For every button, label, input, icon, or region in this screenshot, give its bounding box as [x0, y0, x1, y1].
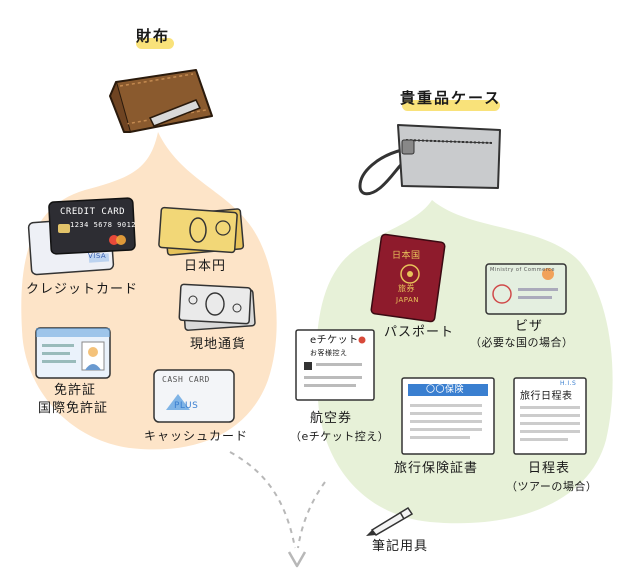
credit-card-text: CREDIT CARD	[60, 207, 126, 217]
eticket-doc-title: eチケット	[310, 335, 359, 346]
visa-document-text: Ministry of Commerce	[490, 267, 555, 273]
yen-label: 日本円	[184, 259, 227, 274]
visa-label: ビザ	[515, 319, 544, 334]
eticket-doc-sub: お客様控え	[310, 349, 348, 357]
credit-card-icon	[27, 197, 136, 276]
local-currency-icon	[178, 283, 256, 331]
cash-card-icon	[153, 369, 235, 423]
international-license-label: 国際免許証	[38, 401, 109, 416]
insurance-certificate-icon	[401, 377, 495, 455]
case-title: 貴重品ケース	[400, 89, 502, 107]
eticket-note: （eチケット控え）	[290, 430, 390, 443]
wallet-title: 財布	[136, 27, 171, 45]
cash-card-brand: PLUS	[174, 401, 199, 411]
passport-cover-text-1: 日本国	[392, 251, 421, 261]
dashed-arrow-left	[229, 451, 296, 549]
drivers-license-icon	[35, 327, 111, 379]
visa-note: （必要な国の場合）	[470, 336, 574, 349]
passport-cover-text-2: 旅券	[398, 284, 415, 293]
visa-document-icon	[485, 263, 567, 315]
passport-label: パスポート	[384, 325, 455, 340]
local-currency-label: 現地通貨	[190, 337, 247, 352]
dashed-arrow-right	[297, 481, 326, 549]
itinerary-doc-title: 旅行日程表	[520, 391, 573, 402]
itinerary-label: 日程表	[528, 461, 571, 476]
wallet-title-highlight	[136, 38, 174, 49]
cash-card-text: CASH CARD	[162, 375, 210, 384]
insurance-doc-title: 〇〇保険	[426, 385, 465, 395]
yen-banknotes-icon	[158, 206, 245, 256]
writing-tools-label: 筆記用具	[372, 539, 429, 554]
passport-cover-text-3: JAPAN	[396, 296, 420, 304]
license-label: 免許証	[54, 383, 97, 398]
itinerary-document-icon	[513, 377, 587, 455]
credit-card-brand: VISA	[88, 252, 107, 260]
eticket-document-icon	[295, 329, 375, 401]
itinerary-note: （ツアーの場合）	[506, 480, 598, 493]
passport-icon	[370, 233, 446, 323]
insurance-label: 旅行保険証書	[394, 461, 479, 476]
eticket-label: 航空券	[310, 411, 353, 426]
arrow-head	[287, 551, 307, 568]
pen-icon	[366, 506, 414, 536]
itinerary-doc-badge: H.I.S	[560, 380, 577, 387]
case-title-highlight	[402, 100, 500, 111]
cash-card-label: キャッシュカード	[144, 429, 249, 443]
credit-card-label: クレジットカード	[26, 282, 139, 297]
valuables-pouch-icon	[358, 124, 501, 196]
wallet-icon	[109, 69, 213, 133]
credit-card-number: 1234 5678 9012	[70, 221, 137, 229]
